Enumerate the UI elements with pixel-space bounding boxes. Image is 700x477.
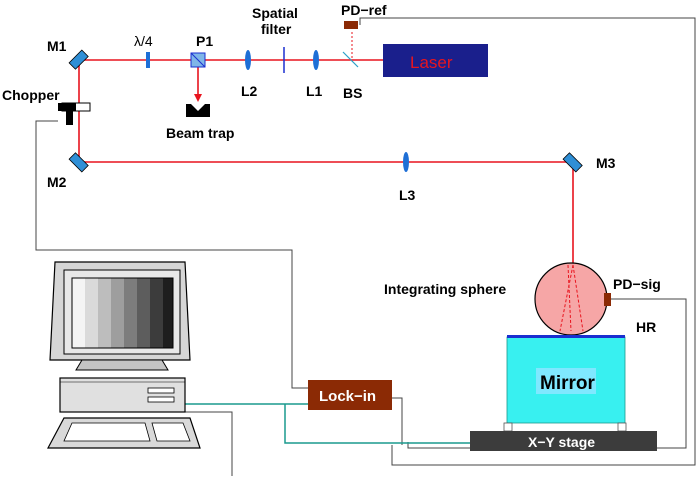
mirror-label-bg xyxy=(536,368,596,394)
lock-in-box xyxy=(308,380,392,410)
xy-stage xyxy=(470,431,657,451)
chopper-body xyxy=(66,111,73,125)
beam-splitter xyxy=(342,51,359,68)
beam-trap-label: Beam trap xyxy=(166,125,234,141)
mirror-label: Mirror xyxy=(540,373,596,394)
pd-ref-detector xyxy=(344,21,358,29)
bs-label: BS xyxy=(343,85,362,101)
lock-in-label: Lock−in xyxy=(319,388,376,405)
mirror-m2 xyxy=(68,152,89,173)
lambda4-label: λ/4 xyxy=(134,33,153,49)
pd-ref-label: PD−ref xyxy=(341,2,387,18)
spatial-filter-label-1: Spatial xyxy=(252,5,298,21)
m1-label: M1 xyxy=(47,38,67,54)
l3-label: L3 xyxy=(399,187,416,203)
hr-coating xyxy=(507,335,625,338)
polarizer-diagonal xyxy=(190,52,206,68)
mirror-block xyxy=(506,336,626,424)
sphere-internal-rays xyxy=(559,264,584,332)
integrating-sphere-label: Integrating sphere xyxy=(384,281,506,297)
lens-l3 xyxy=(403,152,409,172)
spatial-filter-label-2: filter xyxy=(261,21,292,37)
signal-wires xyxy=(185,403,470,444)
lens-l1 xyxy=(313,50,319,70)
mirror-foot-left xyxy=(503,422,513,432)
mirror-m1 xyxy=(68,49,89,70)
laser-label: Laser xyxy=(410,53,453,72)
lockin-to-stage-wire xyxy=(284,404,470,444)
lockin-right-wire xyxy=(392,397,403,445)
xy-stage-label: X−Y stage xyxy=(528,434,595,450)
l1-label: L1 xyxy=(306,83,323,99)
pd-sig-label: PD−sig xyxy=(613,276,661,292)
wiring xyxy=(35,17,696,476)
beam-trap xyxy=(186,104,210,117)
computer-down-wire xyxy=(185,411,233,476)
mirror-m3 xyxy=(562,152,583,173)
mirror-foot-right xyxy=(617,422,627,432)
pd-ref-wire xyxy=(359,17,696,466)
monitor-stand xyxy=(75,359,169,371)
chopper-wire xyxy=(35,120,308,389)
monitor-screen xyxy=(71,277,174,349)
integrating-sphere xyxy=(534,262,608,336)
p1-label: P1 xyxy=(196,33,213,49)
hr-label: HR xyxy=(636,319,656,335)
laser-box xyxy=(383,44,488,77)
beam-trap-arrow xyxy=(194,94,202,102)
l2-label: L2 xyxy=(241,83,258,99)
computer xyxy=(47,261,201,449)
chopper-body-top xyxy=(58,103,76,111)
floppy-drive xyxy=(147,387,175,394)
m2-label: M2 xyxy=(47,174,67,190)
chopper-label: Chopper xyxy=(2,87,60,103)
pd-sig-detector xyxy=(604,293,611,306)
lens-l2 xyxy=(245,50,251,70)
m3-label: M3 xyxy=(596,155,616,171)
computer-base xyxy=(59,377,186,413)
quarter-wave-plate xyxy=(146,52,150,68)
pd-sig-wire xyxy=(407,298,687,449)
